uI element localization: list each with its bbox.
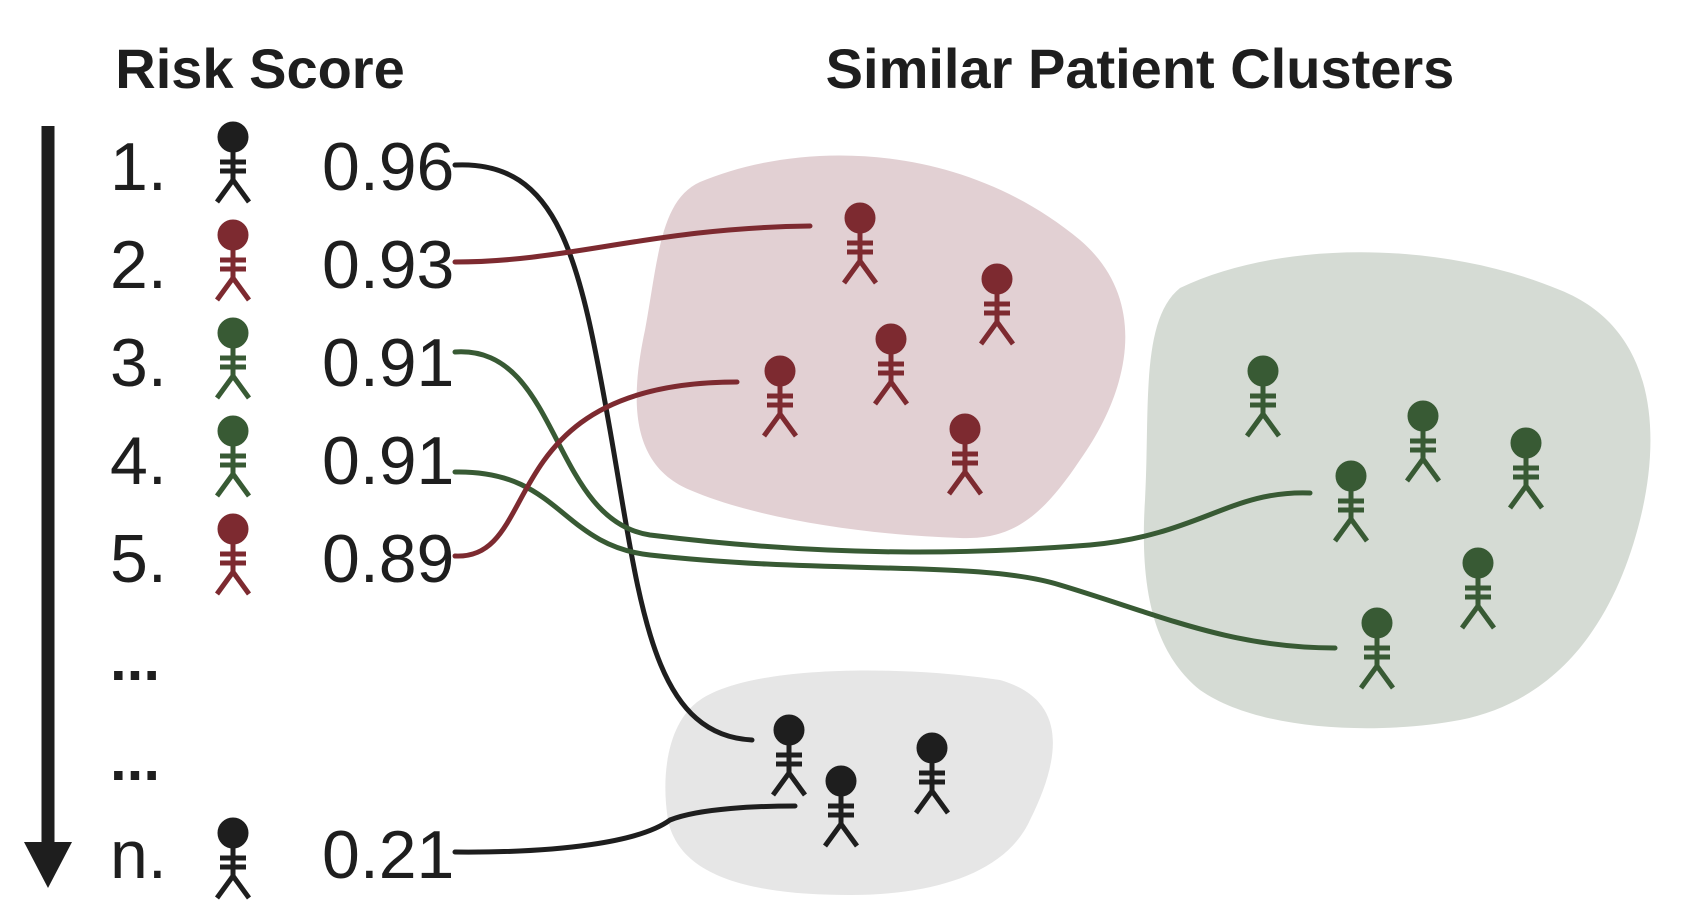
rank-row-5: 5. 0.89 — [110, 514, 454, 597]
connector-row-n — [452, 803, 798, 855]
ranking-list: 1. 0.96 2. 0.93 3. 0.91 4. 0.91 5. 0.89 … — [110, 122, 454, 898]
similar-patient-clusters-title: Similar Patient Clusters — [826, 37, 1455, 100]
rank-label: 2. — [110, 227, 167, 303]
connector-lines — [452, 162, 1338, 855]
ellipsis-2: ... — [110, 726, 160, 793]
black-patient-icon — [217, 122, 249, 202]
risk-score-value: 0.91 — [322, 325, 454, 401]
rank-label: 4. — [110, 423, 167, 499]
risk-score-value: 0.89 — [322, 521, 454, 597]
risk-score-value: 0.96 — [322, 129, 454, 205]
green-patient-icon — [217, 318, 249, 398]
risk-score-value: 0.93 — [322, 227, 454, 303]
rank-label: 5. — [110, 521, 167, 597]
red-patient-icon — [217, 514, 249, 594]
rank-label: 1. — [110, 129, 167, 205]
connector-row-4 — [452, 469, 1338, 651]
rank-label: 3. — [110, 325, 167, 401]
red-patient-icon — [217, 220, 249, 300]
green-patient-icon — [217, 416, 249, 496]
rank-row-1: 1. 0.96 — [110, 122, 454, 205]
rank-label: n. — [110, 817, 167, 893]
gray-cluster-blob — [665, 670, 1053, 895]
connector-row-3 — [452, 349, 1313, 555]
ellipsis-1: ... — [110, 626, 160, 693]
risk-score-title: Risk Score — [115, 37, 405, 100]
rank-row-2: 2. 0.93 — [110, 220, 454, 303]
rank-row-n: n. 0.21 — [110, 817, 454, 898]
black-patient-icon — [217, 818, 249, 898]
risk-score-value: 0.21 — [322, 817, 454, 893]
risk-score-value: 0.91 — [322, 423, 454, 499]
rank-row-4: 4. 0.91 — [110, 416, 454, 499]
connector-row-2 — [452, 223, 813, 265]
connector-row-1 — [452, 162, 755, 743]
ranking-arrow — [24, 126, 72, 888]
connector-row-5 — [452, 379, 740, 559]
green-cluster-blob — [1143, 252, 1651, 729]
rank-row-3: 3. 0.91 — [110, 318, 454, 401]
